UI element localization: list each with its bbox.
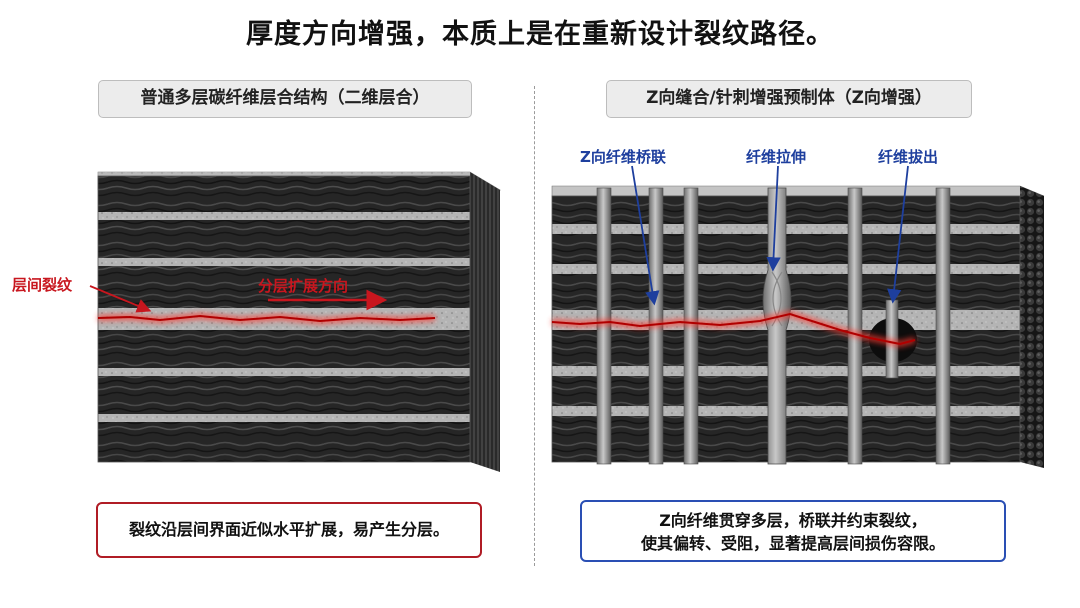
panel-divider [534, 86, 535, 566]
right-caption-line2: 使其偏转、受阻，显著提高层间损伤容限。 [640, 534, 945, 553]
delamination-direction-label: 分层扩展方向 [258, 277, 349, 295]
interlaminar-crack-label: 层间裂纹 [12, 276, 73, 294]
left-caption: 裂纹沿层间界面近似水平扩展，易产生分层。 [96, 502, 482, 558]
right-caption: Z向纤维贯穿多层，桥联并约束裂纹， 使其偏转、受阻，显著提高层间损伤容限。 [580, 500, 1006, 562]
right-caption-line1: Z向纤维贯穿多层，桥联并约束裂纹， [659, 511, 927, 530]
left-laminate [89, 171, 502, 472]
right-panel-header: Z向缝合/针刺增强预制体（Z向增强） [606, 80, 972, 118]
fiber-stretching-label: 纤维拉伸 [746, 148, 807, 166]
right-preform [551, 165, 1045, 468]
page-title: 厚度方向增强，本质上是在重新设计裂纹路径。 [246, 19, 834, 50]
fiber-pullout-label: 纤维拔出 [878, 148, 939, 166]
left-panel-header: 普通多层碳纤维层合结构（二维层合） [98, 80, 472, 118]
z-fiber-bridging-label: Z向纤维桥联 [580, 148, 666, 166]
